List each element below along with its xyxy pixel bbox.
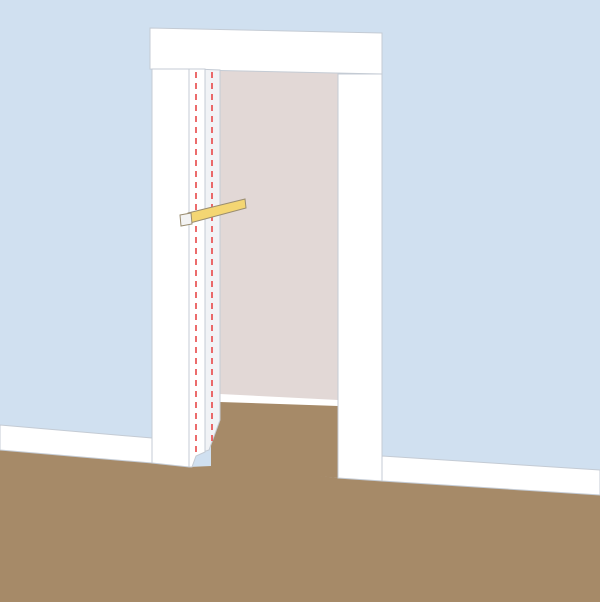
doorway-baseboard (220, 394, 338, 406)
floor (0, 450, 600, 602)
doorway-floor (211, 395, 338, 478)
left-jamb (188, 68, 206, 468)
shim-board-end (179, 212, 193, 227)
right-casing (337, 73, 383, 482)
doorway-opening (211, 71, 338, 402)
left-casing (151, 68, 190, 468)
head-casing (149, 27, 383, 75)
